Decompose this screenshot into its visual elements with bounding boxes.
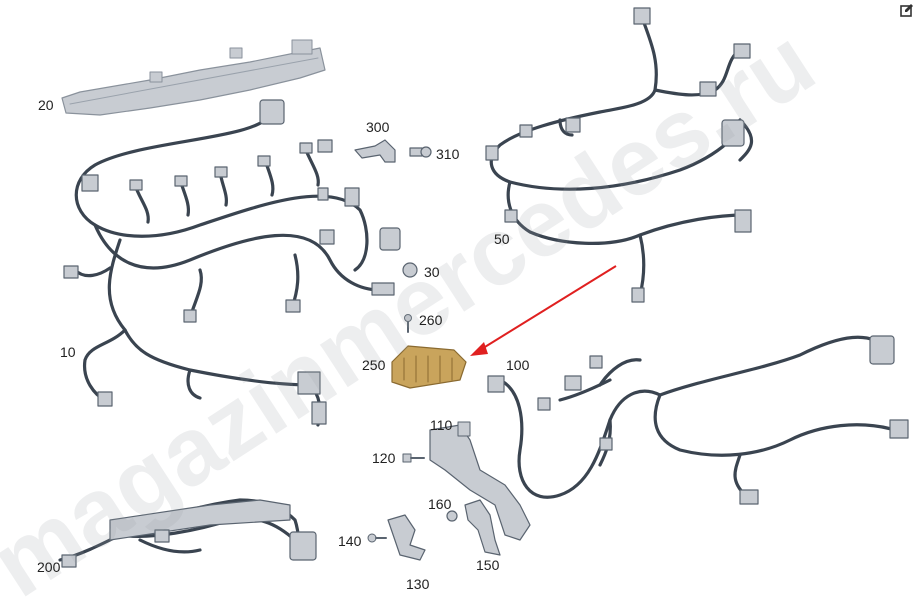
part-110-bracket[interactable]: [429, 421, 531, 541]
part-10-engine-harness[interactable]: [63, 99, 401, 427]
callout-200[interactable]: 200: [37, 559, 61, 575]
edit-icon[interactable]: [900, 3, 914, 17]
callout-10[interactable]: 10: [60, 344, 76, 360]
part-50-harness[interactable]: [485, 7, 754, 303]
callout-310[interactable]: 310: [436, 146, 460, 162]
callout-110[interactable]: 110: [430, 417, 453, 433]
part-30-clip[interactable]: [402, 262, 418, 278]
part-130-bracket[interactable]: [387, 514, 426, 561]
callout-140[interactable]: 140: [338, 533, 362, 549]
part-20-cable-duct[interactable]: [61, 39, 326, 116]
part-310-bolt[interactable]: [409, 146, 432, 158]
part-160-nut[interactable]: [446, 510, 458, 522]
callout-160[interactable]: 160: [428, 496, 452, 512]
callout-20[interactable]: 20: [38, 97, 54, 113]
callout-150[interactable]: 150: [476, 557, 500, 573]
part-260-screw[interactable]: [404, 314, 412, 333]
callout-130[interactable]: 130: [406, 576, 430, 592]
part-200-harness[interactable]: [58, 498, 317, 568]
part-150-bracket[interactable]: [464, 499, 501, 556]
part-300-bracket[interactable]: [354, 139, 396, 163]
callout-260[interactable]: 260: [419, 312, 443, 328]
callout-100[interactable]: 100: [506, 357, 530, 373]
part-100-harness[interactable]: [487, 335, 909, 505]
callout-250[interactable]: 250: [362, 357, 386, 373]
callout-300[interactable]: 300: [366, 119, 390, 135]
part-250-highlighted-holder[interactable]: [391, 345, 467, 389]
part-140-bolt[interactable]: [367, 533, 387, 543]
callout-50[interactable]: 50: [494, 231, 510, 247]
highlight-arrow: [470, 265, 617, 356]
part-120-bolt[interactable]: [402, 453, 425, 463]
callout-120[interactable]: 120: [372, 450, 396, 466]
callout-30[interactable]: 30: [424, 264, 440, 280]
